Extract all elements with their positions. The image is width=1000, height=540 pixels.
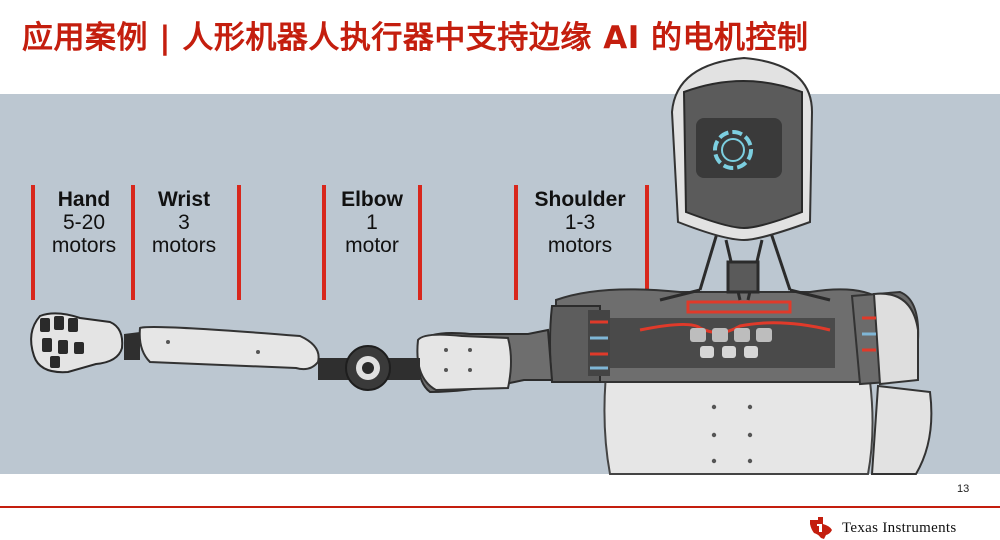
joint-name: Wrist — [157, 188, 211, 211]
robot-neck — [659, 229, 831, 302]
texas-instruments-logo: Texas Instruments — [808, 516, 988, 540]
joint-motor-unit: motors — [151, 234, 217, 257]
joint-label-wrist: Wrist 3 motors — [140, 188, 228, 257]
robot-hand — [30, 312, 124, 374]
marker-hand-wrist — [131, 185, 135, 300]
joint-name: Shoulder — [534, 188, 626, 211]
footer-divider — [0, 506, 1000, 508]
slide-title: 应用案例 | 人形机器人执行器中支持边缘 AI 的电机控制 — [22, 20, 809, 56]
company-name-first: Texas — [842, 519, 879, 536]
joint-motor-count: 1-3 — [564, 211, 596, 234]
robot-forearm — [124, 326, 320, 371]
marker-elbow-left — [322, 185, 326, 300]
joint-motor-count: 5-20 — [62, 211, 106, 234]
head-sensor-ring — [713, 130, 753, 170]
joint-motor-unit: motors — [547, 234, 613, 257]
joint-name: Hand — [57, 188, 111, 211]
joint-name: Elbow — [341, 188, 403, 211]
joint-label-elbow: Elbow 1 motor — [326, 188, 418, 257]
joint-motor-count: 1 — [366, 211, 378, 234]
joint-motor-unit: motors — [51, 234, 117, 257]
joint-label-hand: Hand 5-20 motors — [40, 188, 128, 257]
robot-upper-arm — [416, 328, 554, 394]
company-name: Texas Instruments — [842, 520, 956, 537]
marker-wrist-right — [237, 185, 241, 300]
robot-elbow — [318, 345, 420, 391]
marker-shoulder-right — [645, 185, 649, 300]
marker-elbow-right — [418, 185, 422, 300]
marker-shoulder-left — [514, 185, 518, 300]
marker-hand-left — [31, 185, 35, 300]
page-number: 13 — [957, 483, 970, 495]
section-markers — [31, 185, 649, 300]
joint-motor-unit: motor — [345, 234, 399, 257]
robot-torso — [555, 288, 890, 475]
texas-state-icon — [810, 517, 832, 539]
shoulder-actuator — [549, 305, 610, 383]
robot-right-arm — [850, 290, 933, 475]
joint-label-shoulder: Shoulder 1-3 motors — [520, 188, 640, 257]
joint-motor-count: 3 — [178, 211, 190, 234]
company-name-second: Instruments — [882, 519, 957, 536]
robot-head — [670, 56, 814, 242]
